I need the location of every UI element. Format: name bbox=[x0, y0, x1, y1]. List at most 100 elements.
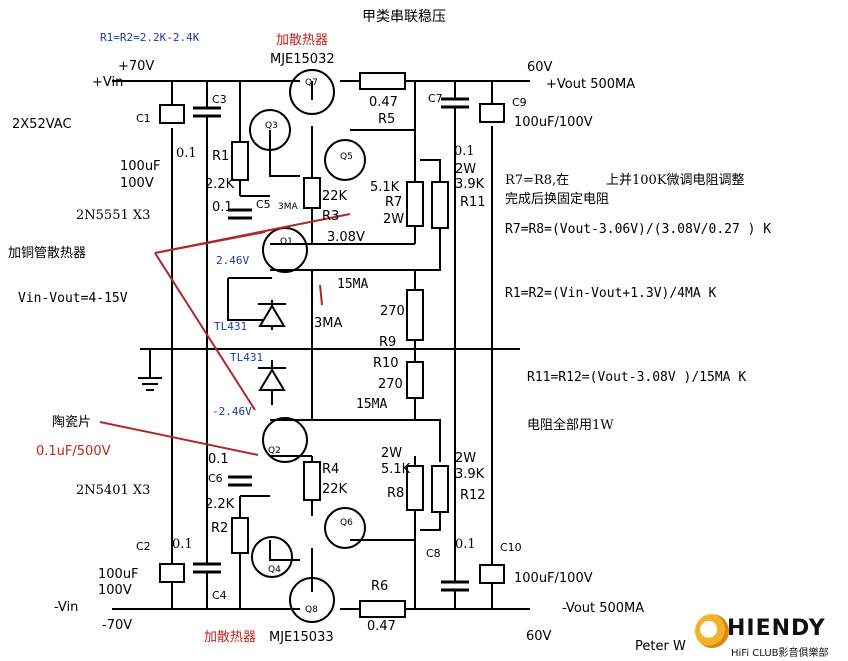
q3-transistor bbox=[249, 109, 291, 151]
c5-value: 0.1 bbox=[212, 200, 233, 215]
r2-resistor bbox=[231, 517, 249, 554]
ground-icon bbox=[138, 377, 162, 391]
r10-resistor bbox=[406, 361, 424, 399]
c1-voltage: 100V bbox=[120, 176, 154, 191]
vout-positive-label: +Vout 500MA bbox=[546, 77, 636, 92]
current-3ma-small: 3MA bbox=[278, 202, 298, 212]
c7-value: 0.1 bbox=[454, 144, 475, 159]
r3-value: 22K bbox=[322, 189, 348, 204]
c3-label: C3 bbox=[212, 93, 227, 106]
hiendy-logo-word: HIENDY bbox=[727, 616, 826, 641]
current-15ma-top: 15MA bbox=[337, 277, 369, 292]
vin-positive-label: +Vin bbox=[92, 75, 124, 90]
c10-capacitor bbox=[479, 564, 505, 584]
c6-label: C6 bbox=[208, 472, 223, 485]
c9-label: C9 bbox=[512, 96, 527, 109]
r11-power: 2W bbox=[455, 162, 477, 177]
r11-r12-formula: R11=R12=(Vout-3.08V )/15MA K bbox=[527, 370, 747, 385]
r12-power: 2W bbox=[455, 451, 477, 466]
v70-positive-label: +70V bbox=[118, 59, 155, 74]
q5-transistor bbox=[324, 139, 366, 181]
vout-positive-voltage: 60V bbox=[527, 60, 553, 75]
r7-resistor bbox=[406, 181, 424, 227]
ceramic-cap-note: 陶瓷片 bbox=[52, 415, 92, 430]
adjust-note-c: 完成后换固定电阻 bbox=[505, 192, 610, 207]
r2-value: 2.2K bbox=[205, 497, 235, 512]
zener-voltage-positive: 2.46V bbox=[216, 254, 250, 267]
q7-label: Q7 bbox=[305, 78, 318, 88]
c4-label: C4 bbox=[212, 589, 227, 602]
diagram-title: 甲类串联稳压 bbox=[362, 9, 446, 25]
r6-label: R6 bbox=[371, 579, 389, 594]
c2-capacitor bbox=[159, 563, 185, 583]
r9-value: 270 bbox=[380, 304, 405, 319]
dropout-range: Vin-Vout=4-15V bbox=[18, 291, 128, 306]
heatsink-note-bottom: 加散热器 bbox=[204, 630, 257, 645]
r7-label: R7 bbox=[385, 195, 403, 210]
q7-part-number: MJE15032 bbox=[270, 52, 335, 67]
r6-value: 0.47 bbox=[367, 619, 396, 634]
r10-label: R10 bbox=[373, 356, 399, 371]
r1-label: R1 bbox=[212, 149, 230, 164]
r3-label: R3 bbox=[322, 209, 340, 224]
r4-resistor bbox=[303, 461, 321, 501]
r8-power: 2W bbox=[381, 446, 403, 461]
vout-negative-label: -Vout 500MA bbox=[562, 601, 645, 616]
r1-value: 2.2K bbox=[205, 177, 235, 192]
r5-value: 0.47 bbox=[369, 95, 398, 110]
c1-value: 100uF bbox=[120, 159, 161, 174]
resistor-power-note: 电阻全部用1W bbox=[527, 418, 614, 433]
c7-label: C7 bbox=[428, 92, 443, 105]
r9-label: R9 bbox=[379, 335, 397, 350]
c3-capacitor bbox=[193, 106, 221, 118]
r1-r2-range: R1=R2=2.2K-2.4K bbox=[100, 31, 200, 44]
r9-resistor bbox=[406, 289, 424, 341]
c9-capacitor bbox=[479, 103, 505, 123]
adjust-note-a: R7=R8,在 bbox=[505, 173, 570, 188]
q4-transistor bbox=[251, 536, 293, 578]
r8-value: 5.1K bbox=[381, 462, 411, 477]
c1-capacitor bbox=[159, 104, 185, 124]
v70-negative-label: -70V bbox=[102, 618, 133, 633]
copper-heatsink-note: 加铜管散热器 bbox=[8, 246, 87, 261]
r6-resistor bbox=[359, 600, 406, 618]
q1-label: Q1 bbox=[280, 237, 293, 247]
c5-capacitor bbox=[228, 208, 252, 220]
r10-value: 270 bbox=[378, 377, 403, 392]
hiendy-logo: HIENDY HiFi CLUB影音俱樂部 bbox=[695, 612, 845, 659]
q5-label: Q5 bbox=[340, 152, 353, 162]
r2-label: R2 bbox=[211, 521, 229, 536]
q7-transistor bbox=[289, 69, 335, 115]
q2-transistor bbox=[262, 417, 308, 463]
c10-label: C10 bbox=[500, 541, 522, 554]
c5-label: C5 bbox=[256, 198, 271, 211]
q3-label: Q3 bbox=[265, 121, 278, 131]
q8-transistor bbox=[289, 577, 335, 623]
c9-value: 100uF/100V bbox=[514, 115, 593, 130]
r11-resistor bbox=[431, 181, 449, 229]
r11-value: 3.9K bbox=[455, 177, 485, 192]
ceramic-cap-value: 0.1uF/500V bbox=[36, 444, 111, 459]
tl431-bottom-shunt bbox=[258, 368, 286, 391]
c4-capacitor bbox=[193, 562, 221, 574]
r7-r8-formula: R7=R8=(Vout-3.06V)/(3.08V/0.27 ) K bbox=[505, 222, 772, 237]
q8-part-number: MJE15033 bbox=[269, 630, 334, 645]
tl431-top-shunt bbox=[258, 304, 286, 327]
c2-label: C2 bbox=[136, 540, 151, 553]
zener-voltage-negative: -2.46V bbox=[212, 405, 252, 418]
vout-negative-voltage: 60V bbox=[526, 629, 552, 644]
r4-label: R4 bbox=[322, 462, 340, 477]
ac-input-label: 2X52VAC bbox=[12, 117, 72, 132]
pnp-transistor-set: 2N5401 X3 bbox=[76, 483, 151, 498]
r1-r2-formula: R1=R2=(Vin-Vout+1.3V)/4MA K bbox=[505, 286, 717, 301]
q4-label: Q4 bbox=[268, 565, 281, 575]
c1-label: C1 bbox=[136, 112, 151, 125]
hiendy-logo-subtitle: HiFi CLUB影音俱樂部 bbox=[731, 648, 829, 659]
c4-value: 0.1 bbox=[172, 537, 193, 552]
c8-label: C8 bbox=[426, 547, 441, 560]
r7-power: 2W bbox=[383, 212, 405, 227]
r5-label: R5 bbox=[378, 112, 396, 127]
q2-label: Q2 bbox=[268, 446, 281, 456]
